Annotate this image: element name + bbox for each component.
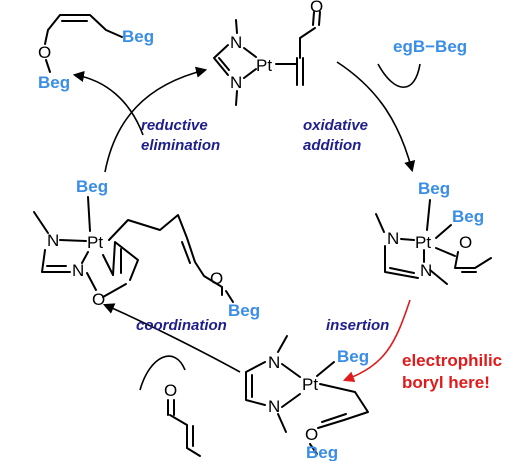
reductive-label-1: reductive	[141, 117, 208, 134]
right-boryl-2: Beg	[452, 207, 484, 226]
product-boryl-2: Beg	[38, 73, 70, 92]
pt-boryl-allyl-acrolein-complex: Beg Pt N N O Beg O	[33, 177, 260, 320]
right-pt: Pt	[415, 233, 431, 252]
reductive-label-2: elimination	[141, 137, 220, 154]
coordination-arrow	[102, 303, 241, 373]
acrolein-entry-arc	[139, 355, 186, 391]
insertion-label: insertion	[326, 317, 389, 334]
diboron-reagent: egB−Beg	[393, 37, 467, 56]
product-oxygen: O	[38, 43, 51, 62]
oxidative-label-2: addition	[303, 137, 361, 154]
bottom-n1: N	[268, 353, 280, 372]
left-boryl-1: Beg	[76, 177, 108, 196]
left-acrolein-oxygen: O	[92, 290, 105, 309]
cycle-arrows	[72, 61, 421, 391]
reductive-elimination-arrow	[104, 66, 208, 173]
right-n2: N	[420, 261, 432, 280]
diboron-entry-arc	[377, 63, 421, 89]
left-pt: Pt	[87, 233, 103, 252]
bottom-boryl-2: Beg	[306, 443, 338, 461]
insertion-arrow	[342, 299, 411, 383]
bottom-pt: Pt	[302, 375, 318, 394]
product-boryl-1: Beg	[122, 27, 154, 46]
top-n1: N	[230, 33, 242, 52]
top-pt: Pt	[256, 56, 272, 75]
product-molecule: O Beg Beg	[38, 14, 154, 92]
right-boryl-1: Beg	[418, 179, 450, 198]
coordination-label: coordination	[136, 317, 227, 334]
oxidative-label-1: oxidative	[303, 117, 368, 134]
pt0-acrolein-complex: N N Pt O	[213, 0, 323, 106]
product-exit-arc	[72, 70, 144, 136]
top-n2: N	[230, 73, 242, 92]
left-boryl-2: Beg	[228, 301, 260, 320]
pt2-bisboryl-complex: Beg Beg Pt N N O	[375, 179, 492, 285]
bottom-oxygen: O	[305, 425, 318, 444]
right-n1: N	[387, 229, 399, 248]
left-n1: N	[47, 231, 59, 250]
acrolein-oxygen: O	[164, 381, 177, 400]
bottom-n2: N	[268, 397, 280, 416]
acrolein-substrate: O	[164, 381, 201, 457]
annotation-line-1: electrophilic	[402, 351, 502, 370]
bottom-boryl-1: Beg	[337, 347, 369, 366]
left-n2: N	[72, 261, 84, 280]
left-allyl-oxygen: O	[210, 269, 223, 288]
top-acrolein-oxygen: O	[310, 0, 323, 16]
annotation-line-2: boryl here!	[402, 373, 490, 392]
right-acrolein-oxygen: O	[459, 233, 472, 252]
pt-boryl-allyloxy-complex: N N Pt Beg O Beg	[245, 335, 369, 461]
oxidative-addition-arrow	[336, 61, 416, 173]
